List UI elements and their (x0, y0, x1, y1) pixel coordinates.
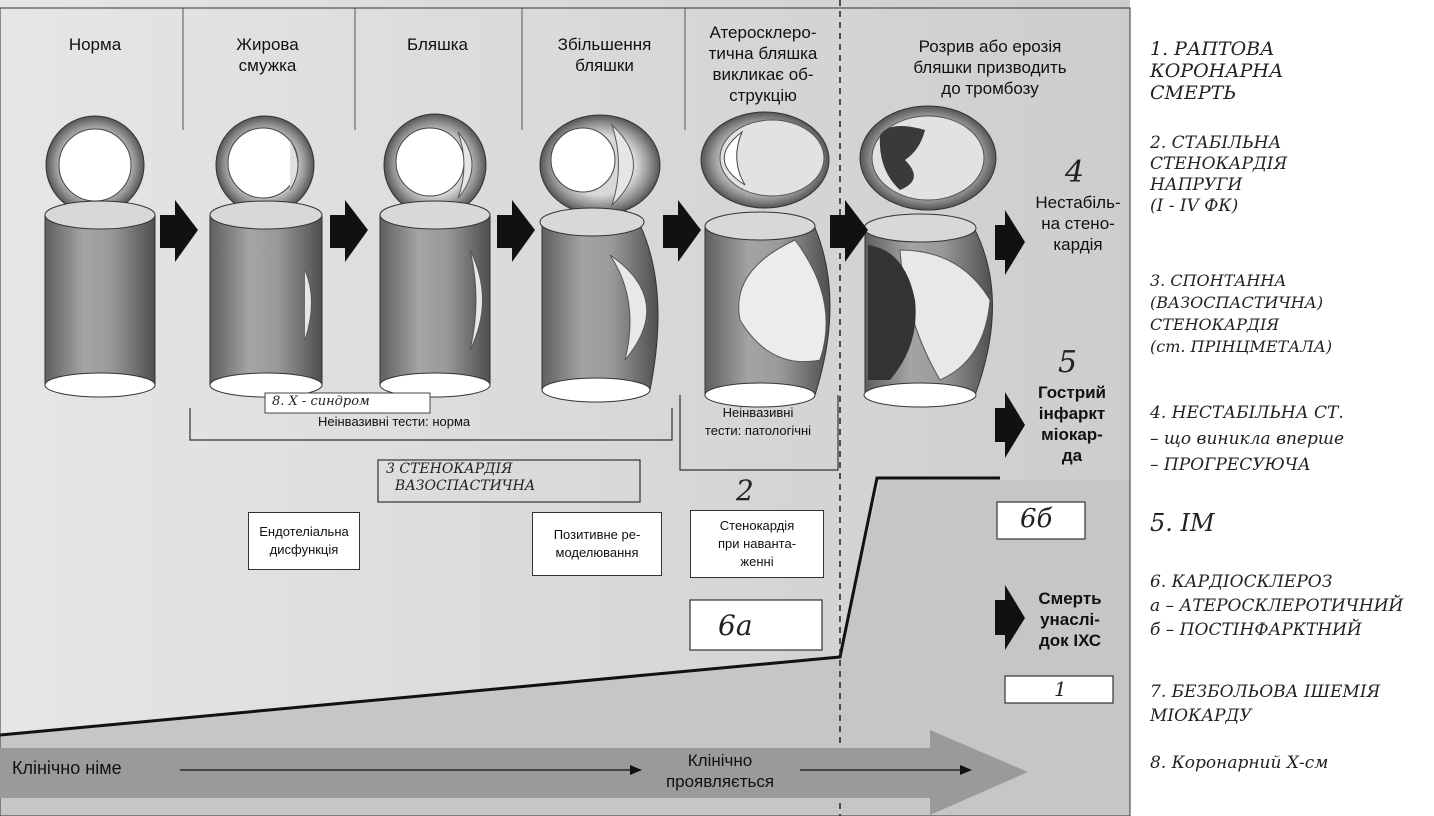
stage-title-obstruction: Атеросклеро- тична бляшка викликає об- с… (688, 22, 838, 106)
cross-section-5 (701, 112, 829, 208)
vessel-2 (210, 201, 322, 397)
box-6a-label: 6а (718, 609, 753, 642)
box-6b-label: 6б (1020, 504, 1052, 534)
vasospastic-note: 3 СТЕНОКАРДІЯ ВАЗОСПАСТИЧНА (386, 461, 535, 495)
exertion-number: 2 (736, 474, 754, 507)
cross-section-4 (540, 115, 660, 215)
outcome-number-infarction: 5 (1058, 345, 1077, 380)
stage-title-plaque-growth: Збільшення бляшки (527, 34, 682, 76)
stage-title-plaque: Бляшка (365, 34, 510, 55)
vessel-4 (540, 208, 658, 402)
legend-vasospastic-angina: 3. СПОНТАННА (ВАЗОСПАСТИЧНА) СТЕНОКАРДІЯ… (1150, 270, 1332, 358)
noninvasive-tests-normal: Неінвазивні тести: норма (318, 414, 470, 429)
stage-title-fatty-streak: Жирова смужка (195, 34, 340, 76)
outcome-number-unstable: 4 (1065, 155, 1084, 190)
legend-mi: 5. ІМ (1150, 512, 1215, 534)
box-1-label: 1 (1054, 677, 1067, 701)
endothelial-dysfunction-box: Ендотеліальна дисфункція (248, 512, 360, 570)
legend-silent-ischemia: 7. БЕЗБОЛЬОВА ІШЕМІЯ МІОКАРДУ (1150, 680, 1380, 728)
cross-section-1 (46, 116, 144, 214)
stage-title-normal: Норма (30, 34, 160, 55)
legend-sudden-death: 1. РАПТОВА КОРОНАРНА СМЕРТЬ (1150, 38, 1283, 104)
legend-stable-angina: 2. СТАБІЛЬНА СТЕНОКАРДІЯ НАПРУГИ (І - ІV… (1150, 133, 1287, 217)
outcome-acute-mi: Гострий інфаркт міокар- да (1022, 382, 1122, 466)
cross-section-2 (216, 116, 314, 214)
vessel-5 (705, 212, 830, 407)
positive-remodeling-box: Позитивне ре- моделювання (532, 512, 662, 576)
x-syndrome-note: 8. Х - синдром (272, 394, 370, 409)
outcome-unstable-angina: Нестабіль- на стено- кардія (1022, 192, 1134, 255)
vessel-3 (380, 201, 490, 397)
legend-unstable-angina: 4. НЕСТАБІЛЬНА СТ. – що виникла вперше –… (1150, 400, 1344, 478)
vessel-1 (45, 201, 155, 397)
timeline-silent-label: Клінічно німе (12, 758, 122, 779)
exertional-angina-box: Стенокардія при наванта- женні (690, 510, 824, 578)
legend-coronary-x: 8. Коронарний Х-см (1150, 752, 1328, 774)
stage-title-rupture: Розрив або ерозія бляшки призводить до т… (855, 36, 1125, 99)
legend-cardiosclerosis: 6. КАРДІОСКЛЕРОЗ а – АТЕРОСКЛЕРОТИЧНИЙ б… (1150, 570, 1403, 642)
vessel-6 (864, 214, 993, 407)
timeline-manifest-label: Клінічно проявляється (650, 750, 790, 792)
cross-section-6 (860, 106, 996, 210)
noninvasive-tests-pathological: Неінвазивні тести: патологічні (683, 404, 833, 440)
outcome-death: Смерть унаслі- док ІХС (1020, 588, 1120, 651)
box-6a (690, 600, 822, 650)
